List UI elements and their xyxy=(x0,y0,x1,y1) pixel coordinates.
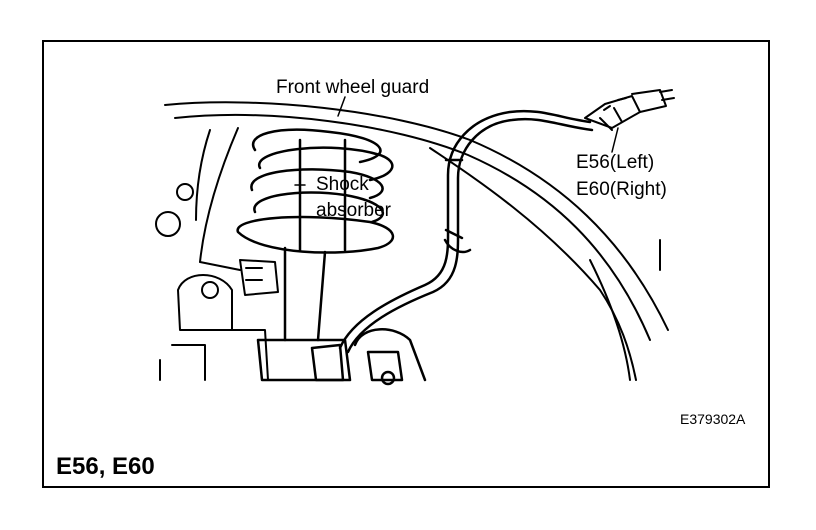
shock-absorber-label-line1: Shock xyxy=(316,174,369,195)
background-strokes xyxy=(159,239,661,381)
connector-left-label: E56(Left) xyxy=(576,152,655,173)
mounting-bracket xyxy=(155,183,279,381)
connector-right-label: E60(Right) xyxy=(576,179,667,200)
figure-frame xyxy=(42,40,770,488)
front-wheel-guard-label: Front wheel guard xyxy=(276,77,430,98)
leader-lines xyxy=(294,96,619,186)
figure-code: E379302A xyxy=(680,411,746,427)
shock-absorber-label-line2: absorber xyxy=(316,200,391,221)
sensor-harness xyxy=(338,109,594,354)
front-wheel-guard xyxy=(164,101,669,381)
steering-knuckle xyxy=(310,328,427,386)
connector-e56-e60 xyxy=(584,89,675,131)
shock-absorber xyxy=(256,138,352,382)
connector-title: E56, E60 xyxy=(56,453,155,480)
inner-fender xyxy=(195,127,241,271)
